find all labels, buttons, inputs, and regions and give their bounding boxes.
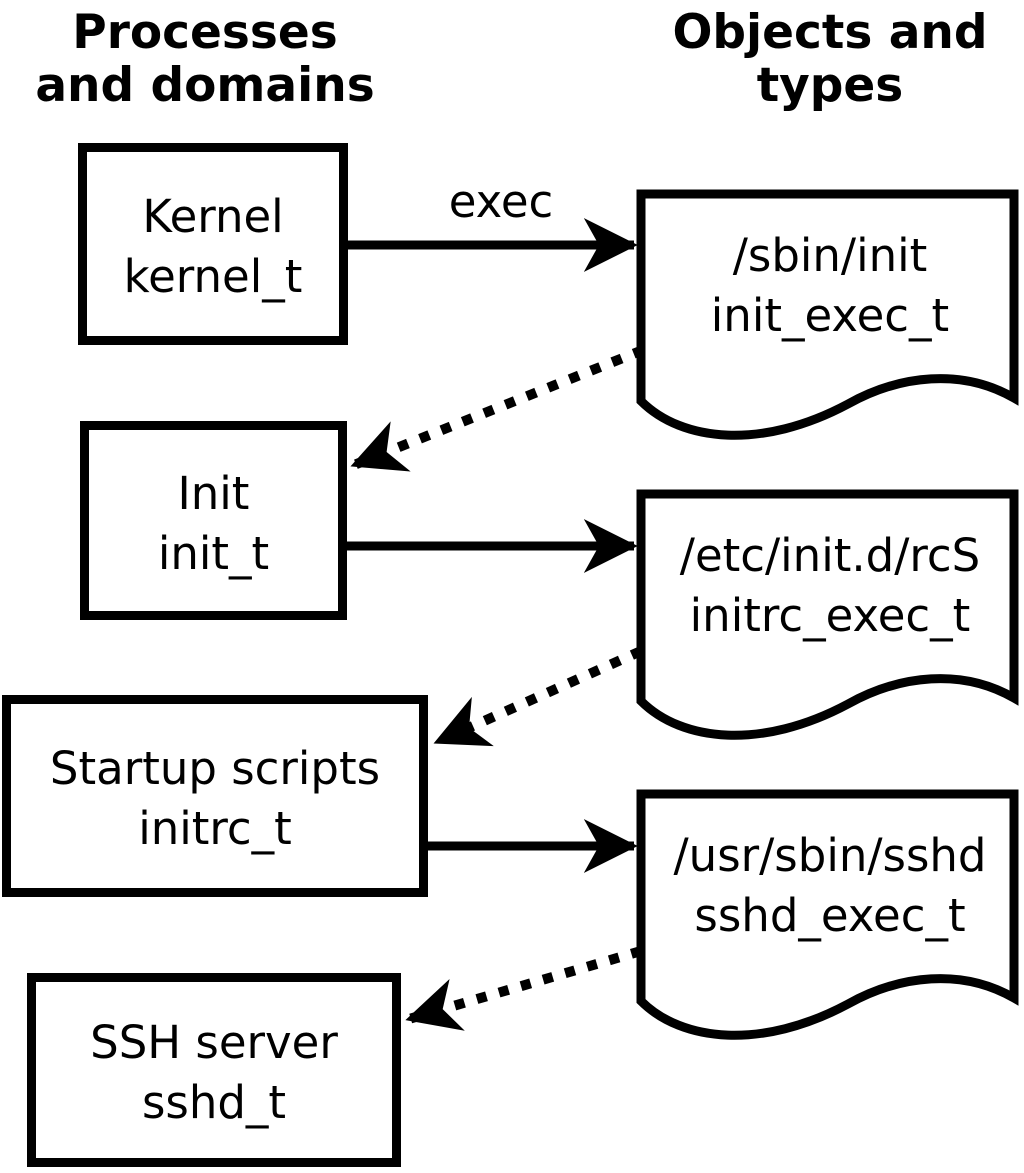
process-box-ssh-server: SSH server sshd_t [27,973,401,1167]
transition-arrow-to-initrc-domain [433,646,644,747]
process-name: SSH server [90,1016,338,1069]
transition-arrow-to-sshd-domain [405,946,643,1031]
header-line: Objects and [672,5,988,60]
process-name: Startup scripts [49,742,381,795]
process-box-init: Init init_t [80,421,347,620]
process-domain: init_t [157,526,270,580]
object-path: /usr/sbin/sshd [673,829,987,882]
process-name: Init [177,466,250,520]
object-path: /sbin/init [732,229,928,282]
process-domain: sshd_t [141,1076,287,1129]
exec-arrow-label: exec [448,175,554,228]
process-domain: initrc_t [138,802,292,855]
object-type: sshd_exec_t [694,889,966,942]
object-type: initrc_exec_t [689,589,971,642]
document-label-sbin-init: /sbin/init init_exec_t [650,226,1010,346]
header-objects-and-types: Objects and types [633,6,1024,112]
header-processes-and-domains: Processes and domains [5,6,405,112]
header-line: types [756,58,904,113]
document-label-usr-sbin-sshd: /usr/sbin/sshd sshd_exec_t [650,826,1010,946]
transition-arrow-to-init-domain [350,345,645,472]
object-type: init_exec_t [710,289,950,342]
header-line: and domains [35,58,375,113]
document-label-etc-initd-rcs: /etc/init.d/rcS initrc_exec_t [650,526,1010,646]
process-name: Kernel [142,190,284,243]
process-box-kernel: Kernel kernel_t [78,143,348,345]
process-box-startup-scripts: Startup scripts initrc_t [2,695,428,897]
object-path: /etc/init.d/rcS [679,529,981,582]
process-domain: kernel_t [123,250,303,303]
header-line: Processes [72,5,338,60]
